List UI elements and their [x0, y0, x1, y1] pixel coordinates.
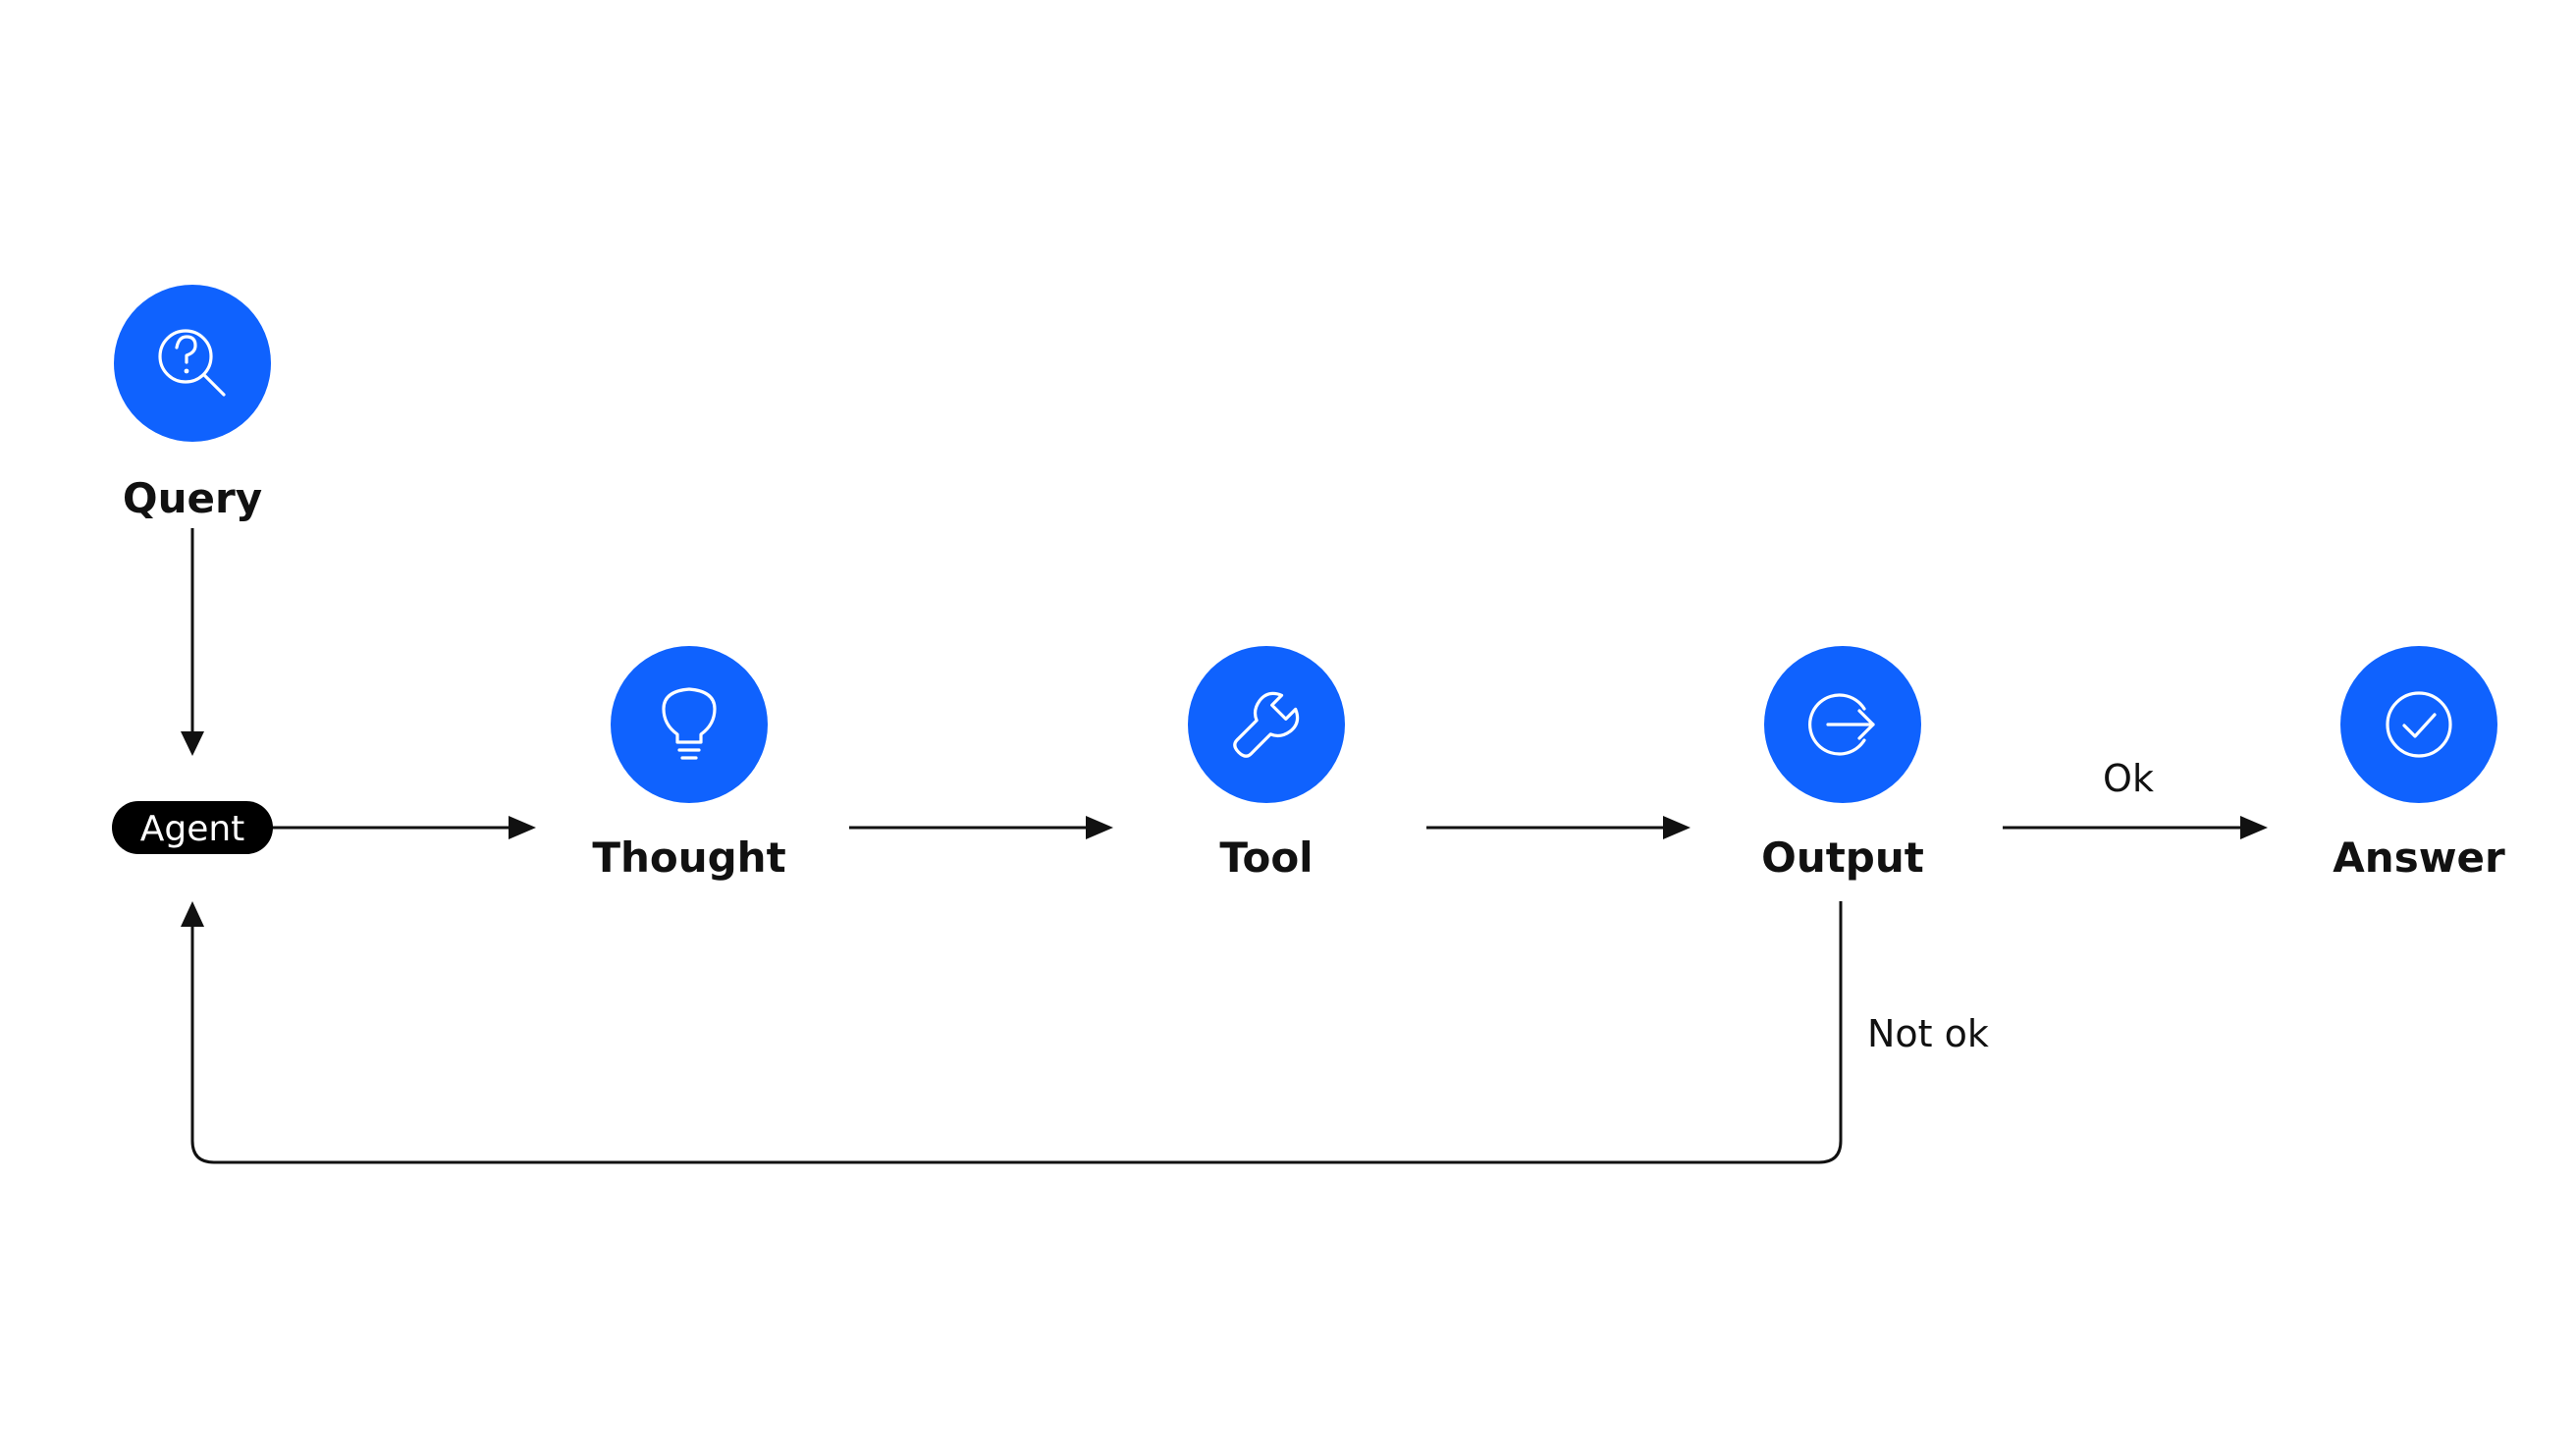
edge-tool-to-output [1426, 816, 1690, 839]
output-label: Output [1761, 833, 1924, 882]
answer-label: Answer [2333, 833, 2505, 882]
query-label: Query [123, 474, 262, 522]
node-agent: Agent [112, 801, 273, 854]
query-circle [114, 285, 271, 442]
node-thought: Thought [592, 646, 786, 882]
thought-circle [611, 646, 768, 803]
exit-arrow-icon [1808, 693, 1875, 756]
lightbulb-icon [662, 687, 717, 760]
edge-label-ok: Ok [2103, 757, 2154, 800]
tool-label: Tool [1219, 833, 1313, 882]
node-query: Query [114, 285, 271, 522]
tool-circle [1188, 646, 1345, 803]
thought-label: Thought [592, 833, 785, 882]
wrench-icon [1233, 691, 1300, 758]
checkmark-circle-icon [2386, 691, 2452, 758]
edge-thought-to-tool [849, 816, 1113, 839]
agent-label: Agent [140, 809, 245, 849]
edge-output-to-answer [2003, 816, 2268, 839]
node-answer: Answer [2333, 646, 2505, 882]
node-tool: Tool [1188, 646, 1345, 882]
agent-pill [112, 801, 273, 854]
node-output: Output [1761, 646, 1924, 882]
edge-output-to-agent-loop [181, 901, 1843, 1164]
search-question-icon [158, 329, 226, 397]
edge-agent-to-thought [271, 816, 536, 839]
edge-query-to-agent [181, 528, 204, 756]
edge-label-not-ok: Not ok [1867, 1012, 1989, 1055]
answer-circle [2340, 646, 2497, 803]
